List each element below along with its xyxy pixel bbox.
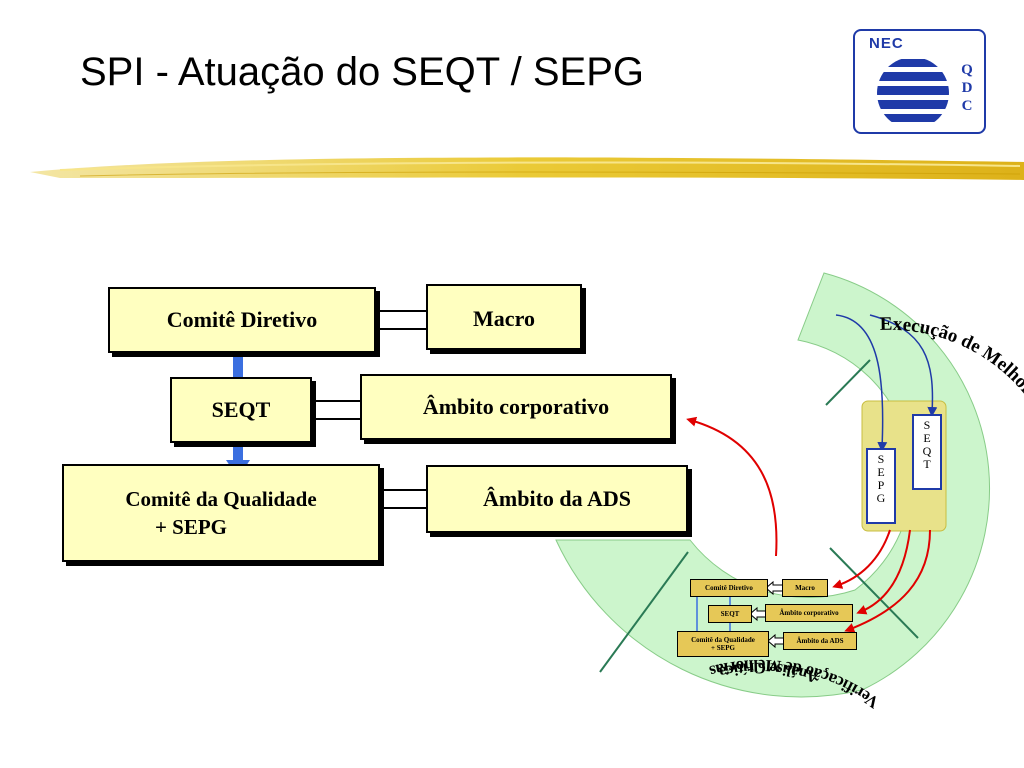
sepg-letter: P — [877, 478, 885, 492]
seqt-letter: S — [923, 418, 931, 432]
seqt-box: SEQT — [170, 377, 312, 443]
mini-comite-qualidade-box: Comitê da Qualidade + SEPG — [677, 631, 769, 657]
mini-sepg-label: + SEPG — [710, 644, 736, 652]
comite-qualidade-box: Comitê da Qualidade + SEPG — [62, 464, 380, 562]
mini-ambito-corporativo-box: Âmbito corporativo — [765, 604, 853, 622]
ambito-corporativo-label: Âmbito corporativo — [422, 394, 610, 419]
sepg-letter: E — [877, 465, 885, 479]
logo-letter: D — [961, 80, 973, 96]
seqt-label: SEQT — [211, 397, 271, 422]
mini-seqt-label: SEQT — [720, 610, 740, 618]
logo-letters: Q D C — [959, 61, 975, 115]
sepg-label: + SEPG — [154, 515, 228, 539]
macro-label: Macro — [473, 306, 535, 331]
comite-qualidade-label: Comitê da Qualidade — [125, 487, 317, 511]
mini-comite-diretivo-box: Comitê Diretivo — [690, 579, 768, 597]
mini-macro-box: Macro — [782, 579, 828, 597]
mini-seqt-box: SEQT — [708, 605, 752, 623]
seqt-vertical-box: S E Q T — [912, 414, 942, 490]
sepg-vertical-box: S E P G — [866, 448, 896, 524]
nec-qdc-logo: NEC Q D C — [853, 29, 986, 134]
ambito-ads-box: Âmbito da ADS — [426, 465, 688, 533]
logo-letter: Q — [961, 62, 973, 78]
logo-letter: C — [961, 98, 973, 114]
globe-icon — [877, 59, 949, 122]
mini-ambito-corporativo-label: Âmbito corporativo — [779, 609, 839, 617]
mini-comite-qualidade-label: Comitê da Qualidade — [691, 636, 755, 644]
seqt-letter: Q — [922, 444, 932, 458]
mini-comite-diretivo-label: Comitê Diretivo — [705, 584, 753, 592]
seqt-letter: E — [923, 431, 931, 445]
sepg-letter: S — [877, 452, 885, 466]
logo-brand-text: NEC — [869, 35, 904, 52]
sepg-letter: G — [876, 491, 886, 505]
macro-box: Macro — [426, 284, 582, 350]
mini-ambito-ads-box: Âmbito da ADS — [783, 632, 857, 650]
slide-title: SPI - Atuação do SEQT / SEPG — [80, 50, 644, 94]
seqt-letter: T — [923, 457, 931, 471]
ambito-corporativo-box: Âmbito corporativo — [360, 374, 672, 440]
mini-ambito-ads-label: Âmbito da ADS — [796, 637, 844, 645]
brush-stroke-divider — [30, 157, 1024, 180]
mini-macro-label: Macro — [795, 584, 815, 592]
ambito-ads-label: Âmbito da ADS — [483, 486, 631, 511]
comite-diretivo-label: Comitê Diretivo — [166, 307, 318, 332]
comite-diretivo-box: Comitê Diretivo — [108, 287, 376, 353]
